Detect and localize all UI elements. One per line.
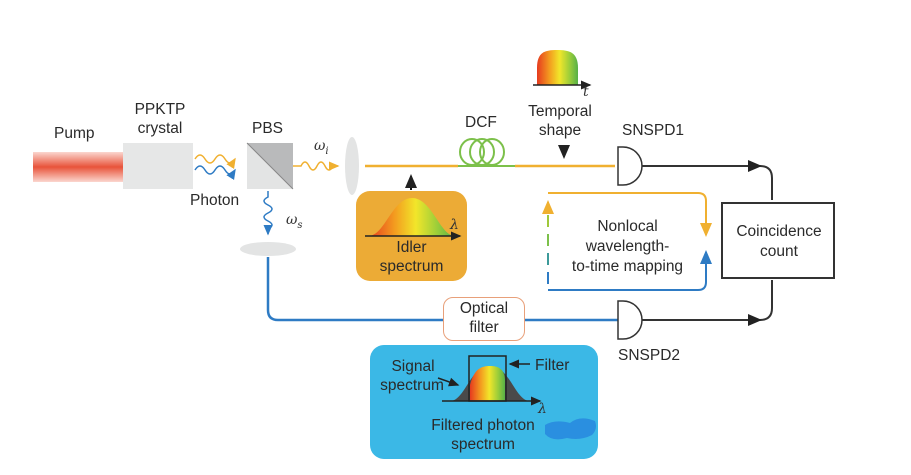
pump-beam: [33, 152, 123, 182]
coincidence-box: [721, 202, 835, 279]
signal-lens: [240, 242, 296, 256]
ppktp-crystal: [123, 143, 193, 189]
idler-axis-label: λ: [450, 217, 459, 233]
ppktp-label-2: crystal: [137, 120, 183, 137]
pump-label: Pump: [54, 125, 95, 142]
dcf-label: DCF: [465, 114, 497, 131]
temporal-label-2: shape: [538, 122, 582, 139]
photon-label: Photon: [190, 192, 240, 209]
idler-wave-2: [293, 161, 340, 171]
pbs-cube: [246, 142, 294, 190]
signal-wave-1: [194, 165, 236, 181]
optical-filter-label-2: filter: [469, 319, 499, 336]
filtered-label-2: spectrum: [451, 436, 515, 453]
filter-axis-label: λ: [538, 401, 547, 417]
mapping-signal-arrow: [548, 250, 712, 291]
snspd2-output-line: [642, 280, 773, 321]
omega-s-label: ωs: [286, 212, 303, 231]
signal-label-2: spectrum: [380, 377, 444, 394]
idler-label-2: spectrum: [379, 258, 444, 275]
snspd1-output-line: [642, 165, 773, 200]
coincidence-label-1: Coincidence: [736, 223, 822, 240]
mapping-idler-arrow: [548, 192, 712, 237]
nonlocal-label-3: to-time mapping: [571, 258, 684, 275]
pbs-label: PBS: [252, 120, 284, 137]
snspd1-label: SNSPD1: [622, 122, 685, 139]
idler-wave-1: [194, 154, 236, 170]
idler-lens: [345, 137, 359, 195]
coincidence-label-2: count: [760, 243, 798, 260]
filter-label: Filter: [535, 357, 570, 374]
snspd2-label: SNSPD2: [618, 347, 681, 364]
nonlocal-label-2: wavelength-: [585, 238, 670, 255]
omega-i-label: ωi: [314, 138, 329, 157]
nonlocal-label-1: Nonlocal: [597, 218, 658, 235]
temporal-axis-label: t: [583, 84, 589, 100]
signal-label-1: Signal: [391, 358, 435, 375]
optical-filter-box: [443, 297, 525, 341]
snspd1-detector: [617, 146, 643, 186]
temporal-label-1: Temporal: [528, 103, 592, 120]
filtered-label-1: Filtered photon: [431, 417, 535, 434]
signal-fiber: [266, 257, 618, 322]
dcf-coil-icon: [458, 138, 515, 167]
optical-filter-label-1: Optical: [459, 300, 509, 317]
signal-wave-2: [263, 191, 273, 236]
ppktp-label-1: PPKTP: [134, 101, 186, 118]
idler-label-1: Idler: [396, 239, 427, 256]
snspd2-detector: [617, 300, 643, 340]
